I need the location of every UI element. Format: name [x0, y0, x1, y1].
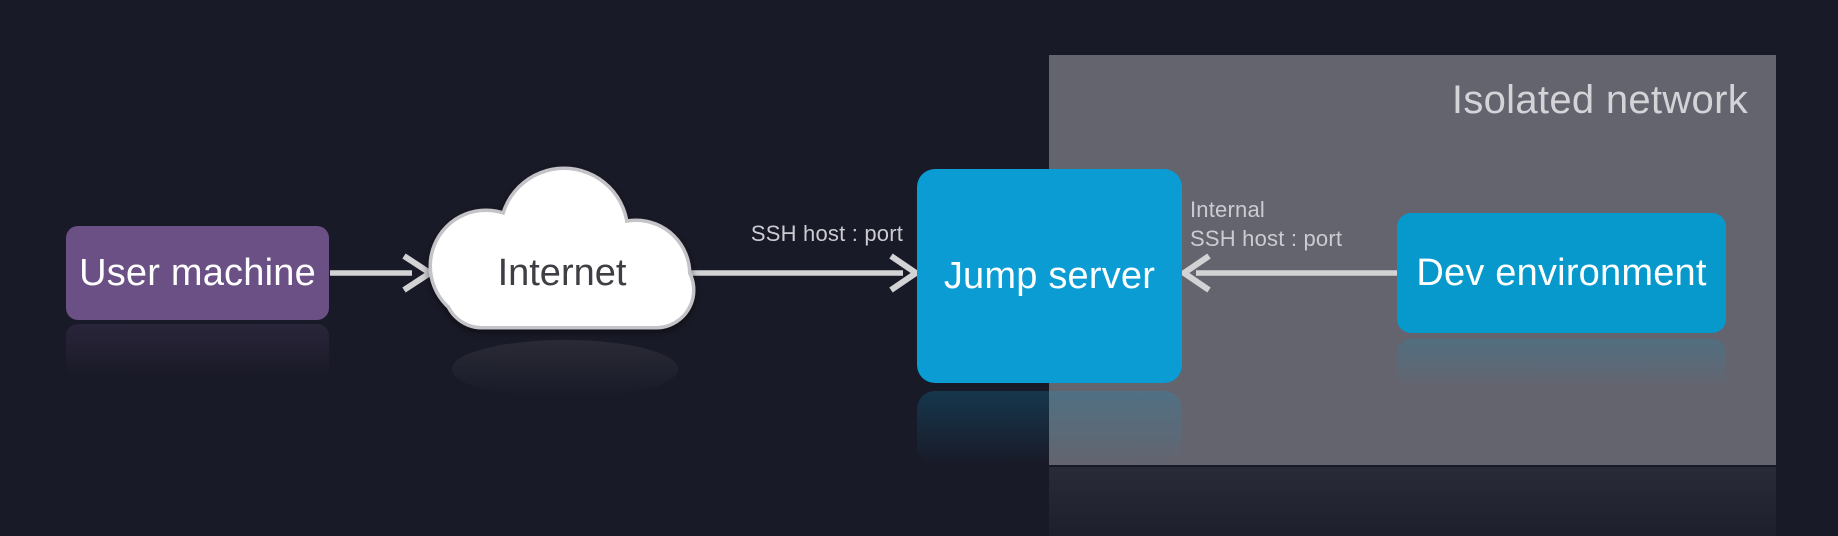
edge-label-internal-ssh-host-port: Internal SSH host : port	[1190, 195, 1342, 253]
edge-label-internal-line1: Internal	[1190, 197, 1265, 222]
internet-cloud-icon	[428, 166, 696, 330]
edge-label-ssh-host-port: SSH host : port	[750, 221, 904, 246]
arrow-internet-to-jump-server	[680, 253, 922, 293]
internet-label: Internet	[497, 252, 627, 294]
isolated-network-title: Isolated network	[1451, 78, 1748, 122]
arrow-dev-environment-to-jump-server	[1178, 253, 1397, 293]
jump-server-label: Jump server	[943, 254, 1156, 297]
user-machine-label: User machine	[79, 251, 316, 294]
node-user-machine: User machine	[66, 226, 329, 320]
edge-label-internal-line2: SSH host : port	[1190, 226, 1343, 251]
node-jump-server: Jump server	[917, 169, 1182, 383]
dev-environment-label: Dev environment	[1416, 251, 1707, 294]
node-internet: Internet	[428, 164, 696, 330]
node-dev-environment: Dev environment	[1397, 213, 1726, 333]
arrow-user-machine-to-internet	[330, 253, 436, 293]
